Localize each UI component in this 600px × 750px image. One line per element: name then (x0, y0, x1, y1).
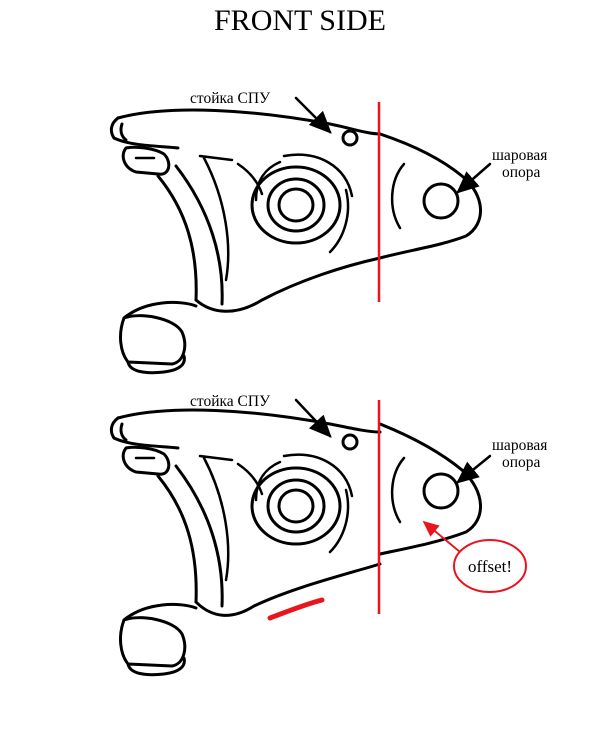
page-title: FRONT SIDE (214, 4, 386, 37)
arrow-ball-bottom (456, 454, 492, 484)
label-ball-top-1: шаровая (492, 147, 547, 164)
offset-callout-bubble (453, 539, 527, 593)
label-ball-bottom-2: опора (502, 454, 541, 471)
label-ball-bottom-1: шаровая (492, 437, 547, 454)
label-post-top: стойка СПУ (190, 90, 270, 107)
arrow-post-top (294, 96, 332, 134)
control-arm-top (109, 108, 482, 375)
label-post-bottom: стойка СПУ (190, 393, 270, 410)
label-ball-top-2: опора (502, 164, 541, 181)
offset-callout-text: offset! (468, 557, 512, 576)
highlight-mark (267, 597, 325, 621)
control-arm-bottom (109, 408, 482, 677)
arrow-post-bottom (294, 398, 332, 438)
arrow-ball-top (456, 162, 492, 194)
offset-callout-arrow (422, 520, 461, 553)
